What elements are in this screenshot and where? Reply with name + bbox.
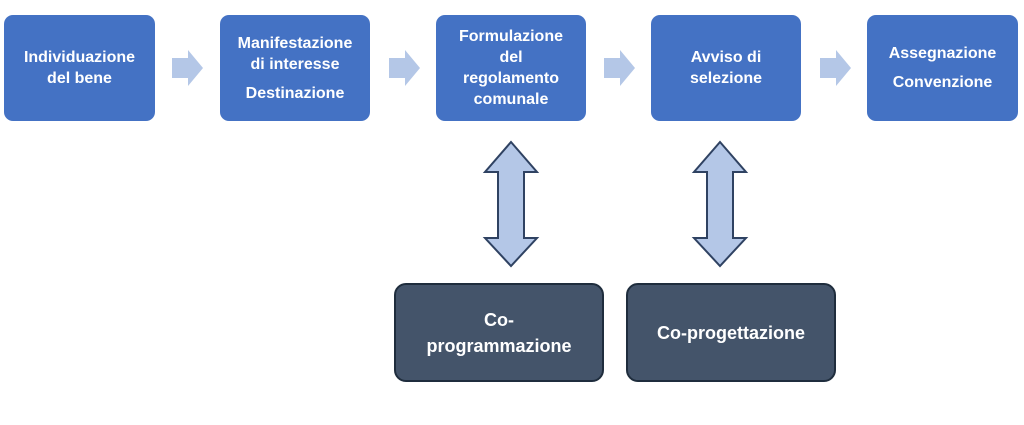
step-label-line: Manifestazione (237, 34, 353, 52)
step-label-line: comunale (473, 91, 549, 108)
step-avviso-di-selezione: Avviso di selezione (651, 15, 801, 121)
step-label-line: Destinazione (245, 84, 345, 102)
subprocess-label-line: Co- (484, 309, 514, 330)
step-label-line: Avviso di (690, 49, 762, 66)
step-label-line: selezione (689, 70, 763, 87)
flow-arrow-4 (820, 50, 851, 86)
double-arrow-co-programmazione (482, 140, 540, 268)
step-label-line: del bene (47, 70, 112, 87)
flow-arrow-3 (604, 50, 635, 86)
step-label-line: Individuazione (23, 49, 136, 66)
step-label-line: regolamento (462, 70, 559, 87)
flow-arrow-2 (389, 50, 420, 86)
step-label-line: Formulazione (458, 28, 563, 45)
flow-arrow-1 (172, 50, 203, 86)
subprocess-label-line: programmazione (426, 335, 572, 356)
double-arrow-co-progettazione (691, 140, 749, 268)
subprocess-label: Co-progettazione (657, 322, 805, 343)
step-assegnazione-convenzione: Assegnazione Convenzione (867, 15, 1018, 121)
step-label-line: del (499, 49, 523, 66)
step-label-line: Convenzione (892, 74, 993, 91)
subprocess-co-progettazione: Co-progettazione (626, 283, 836, 382)
step-manifestazione-di-interesse: Manifestazione di interesse Destinazione (220, 15, 370, 121)
step-formulazione-regolamento: Formulazione del regolamento comunale (436, 15, 586, 121)
step-label-line: Assegnazione (888, 45, 997, 62)
step-individuazione-del-bene: Individuazione del bene (4, 15, 155, 121)
step-label-line: di interesse (250, 55, 340, 73)
subprocess-co-programmazione: Co- programmazione (394, 283, 604, 382)
